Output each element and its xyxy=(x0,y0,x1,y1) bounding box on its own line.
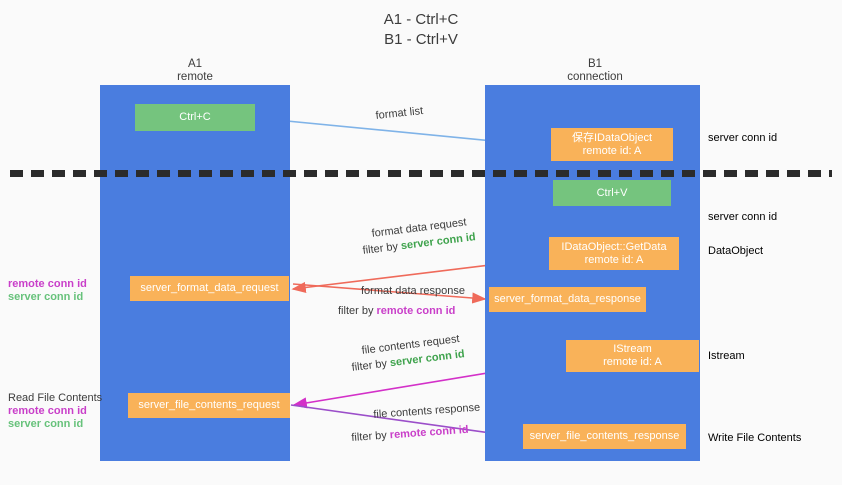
annotation-left-middle: remote conn id server conn id xyxy=(8,278,87,304)
edge-filter-format-data-response: filter by remote conn id xyxy=(338,305,455,317)
edge-label-format-data-response: format data response xyxy=(361,285,465,297)
title-line-2: B1 - Ctrl+V xyxy=(384,31,458,48)
annotation-left-bottom: Read File Contents remote conn id server… xyxy=(8,392,102,431)
annotation-right-write-file-contents: Write File Contents xyxy=(708,432,802,444)
annotation-remote-conn-id: remote conn id xyxy=(8,405,87,417)
node-getdata-line1: IDataObject::GetData xyxy=(561,240,667,253)
node-server-format-data-response[interactable]: server_format_data_response xyxy=(489,287,646,312)
annotation-read-file-contents: Read File Contents xyxy=(8,392,103,404)
node-server-file-contents-request[interactable]: server_file_contents_request xyxy=(128,393,290,418)
annotation-remote-conn-id: remote conn id xyxy=(8,278,87,290)
column-header-b1: B1 connection xyxy=(520,58,670,84)
node-server-file-contents-response[interactable]: server_file_contents_response xyxy=(523,424,686,449)
title-line-1: A1 - Ctrl+C xyxy=(383,11,459,28)
node-istream-line2: remote id: A xyxy=(603,356,662,368)
edge-label-format-data-response-text: format data response xyxy=(361,285,465,297)
edge-file-contents-response xyxy=(290,404,521,441)
node-server-file-contents-response-label: server_file_contents_response xyxy=(529,430,680,442)
column-header-a1: A1 remote xyxy=(120,58,270,84)
node-server-format-data-response-label: server_format_data_response xyxy=(494,293,641,305)
node-server-file-contents-request-label: server_file_contents_request xyxy=(138,399,280,411)
edge-filter-prefix: filter by xyxy=(338,305,377,317)
node-ctrl-v-label: Ctrl+V xyxy=(596,186,628,199)
node-idataobject-getdata[interactable]: IDataObject::GetData remote id: A xyxy=(549,237,679,270)
edge-filter-key-remote-conn-id: remote conn id xyxy=(376,305,456,317)
diagram-title: A1 - Ctrl+C B1 - Ctrl+V xyxy=(0,10,842,50)
node-save-idataobject-line2: remote id: A xyxy=(582,144,642,157)
annotation-right-dataobject: DataObject xyxy=(708,245,764,257)
node-ctrl-c[interactable]: Ctrl+C xyxy=(135,104,255,131)
node-istream[interactable]: IStream remote id: A xyxy=(566,340,699,372)
node-ctrl-v[interactable]: Ctrl+V xyxy=(553,180,671,206)
annotation-right-server-conn-id-second: server conn id xyxy=(708,211,778,223)
annotation-right-server-conn-id-top: server conn id xyxy=(708,132,778,144)
node-ctrl-c-label: Ctrl+C xyxy=(179,111,211,123)
edge-format-data-response xyxy=(292,283,487,304)
annotation-right-istream: Istream xyxy=(708,350,745,362)
node-server-format-data-request-label: server_format_data_request xyxy=(140,282,279,294)
column-b1-role: connection xyxy=(567,71,623,83)
phase-separator-dashed-line xyxy=(10,170,832,177)
node-server-format-data-request[interactable]: server_format_data_request xyxy=(130,276,289,301)
column-b1-name: B1 xyxy=(587,58,603,70)
node-istream-line1: IStream xyxy=(613,343,652,355)
column-a1-name: A1 xyxy=(187,58,203,70)
annotation-server-conn-id: server conn id xyxy=(8,291,84,303)
node-save-idataobject[interactable]: 保存IDataObject remote id: A xyxy=(551,128,673,161)
node-save-idataobject-line1: 保存IDataObject xyxy=(571,131,653,144)
node-getdata-line2: remote id: A xyxy=(584,253,644,266)
annotation-server-conn-id: server conn id xyxy=(8,418,84,430)
column-a1-role: remote xyxy=(177,71,213,83)
